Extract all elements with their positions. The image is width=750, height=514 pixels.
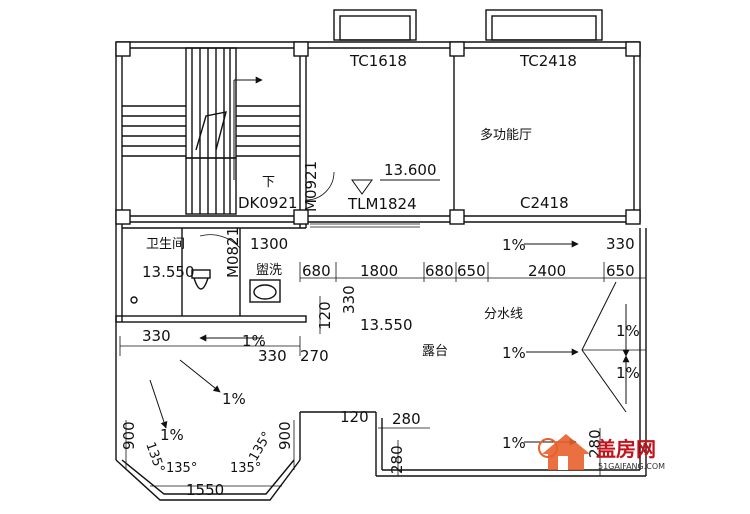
dim-120-vert: 120	[316, 301, 334, 330]
dimension-lines	[119, 262, 646, 487]
dim-1300: 1300	[250, 235, 288, 253]
label-elevation-bath: 13.550	[142, 263, 195, 281]
dimension-labels: 1300 330 680 1800 680 650 2400 650 330 1…	[120, 235, 635, 499]
dim-330-vert: 330	[340, 285, 358, 314]
dim-1550: 1550	[186, 481, 224, 499]
angle-135-c: 135°	[230, 461, 261, 476]
dim-280-b: 280	[388, 445, 406, 474]
watermark-logo: 盖房网 51GAIFANG.COM	[538, 434, 665, 471]
slope-mid-terrace: 1%	[502, 344, 526, 362]
slope-right-upper: 1%	[616, 322, 640, 340]
dim-900-right: 900	[276, 421, 294, 450]
label-tc1618: TC1618	[349, 52, 407, 70]
angle-135-d: 135°	[246, 429, 275, 464]
label-water-line: 分水线	[484, 307, 523, 322]
dim-280-a: 280	[392, 410, 421, 428]
dim-330-mid: 330	[258, 347, 287, 365]
dim-330-top-right: 330	[606, 235, 635, 253]
label-elevation-terrace: 13.550	[360, 316, 413, 334]
watermark-url: 51GAIFANG.COM	[598, 462, 665, 471]
label-tc2418: TC2418	[519, 52, 577, 70]
slope-arrows	[149, 76, 630, 446]
dim-650-b: 650	[606, 262, 635, 280]
label-stair-down: 下	[262, 175, 275, 190]
walls	[115, 9, 647, 501]
slope-labels: 1% 1% 1% 1% 1% 1% 1% 1%	[160, 236, 640, 452]
angle-135-b: 135°	[166, 461, 197, 476]
label-m0821: M0821	[224, 227, 242, 278]
label-elevation-13600: 13.600	[384, 161, 437, 179]
dim-270: 270	[300, 347, 329, 365]
dim-650-a: 650	[457, 262, 486, 280]
room-and-element-labels: TC1618 TC2418 多功能厅 13.600 下 DK0921 M0921…	[142, 52, 577, 359]
label-bathroom: 卫生间	[146, 237, 185, 252]
label-c2418: C2418	[520, 194, 569, 212]
label-m0921: M0921	[302, 161, 320, 212]
dim-2400: 2400	[528, 262, 566, 280]
slope-bottom-terrace: 1%	[502, 434, 526, 452]
label-multifunction-hall: 多功能厅	[480, 127, 532, 143]
dim-280-right: 280	[586, 429, 604, 458]
dim-330-left: 330	[142, 327, 171, 345]
dim-1800: 1800	[360, 262, 398, 280]
slope-top-terrace: 1%	[502, 236, 526, 254]
slope-left-terrace: 1%	[242, 332, 266, 350]
dim-120-bottom: 120	[340, 408, 369, 426]
slope-left-bottom: 1%	[160, 426, 184, 444]
label-terrace: 露台	[422, 344, 448, 359]
watermark-brand: 盖房网	[596, 437, 656, 461]
angle-135-a: 135°	[142, 440, 167, 475]
dim-680-a: 680	[302, 262, 331, 280]
slope-left-diag: 1%	[222, 390, 246, 408]
label-wash: 盥洗	[256, 263, 282, 278]
dim-680-b: 680	[425, 262, 454, 280]
label-tlm1824: TLM1824	[347, 195, 417, 213]
slope-right-lower: 1%	[616, 364, 640, 382]
dim-900-left: 900	[120, 421, 138, 450]
label-dk0921: DK0921	[238, 194, 298, 212]
